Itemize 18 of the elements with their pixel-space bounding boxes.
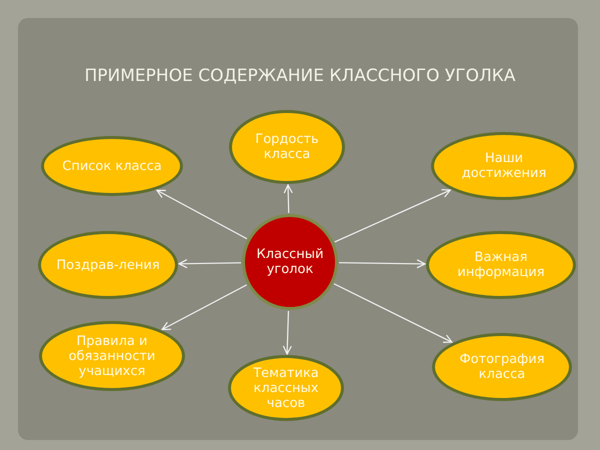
arrow: [338, 259, 426, 268]
node-label: Гордость класса: [254, 132, 320, 162]
arrow: [178, 259, 242, 268]
node-label: Важная информация: [456, 250, 546, 280]
node-label: Список класса: [62, 158, 162, 174]
node-label: Тематика классных часов: [252, 366, 320, 410]
arrow: [156, 190, 248, 240]
arrow: [334, 283, 453, 343]
arrow: [284, 184, 293, 214]
node-label: Наши достижения: [460, 151, 548, 181]
arrow: [162, 284, 247, 330]
node-label: Правила и обязанности учащихся: [68, 334, 156, 378]
arrow: [282, 310, 292, 355]
title: ПРИМЕРНОЕ СОДЕРЖАНИЕ КЛАССНОГО УГОЛКА: [84, 65, 516, 88]
node-label: Классный уголок: [256, 247, 324, 277]
node-label: Фотография класса: [458, 352, 546, 382]
arrow: [334, 189, 451, 242]
node-label: Поздрав-ления: [56, 258, 160, 272]
